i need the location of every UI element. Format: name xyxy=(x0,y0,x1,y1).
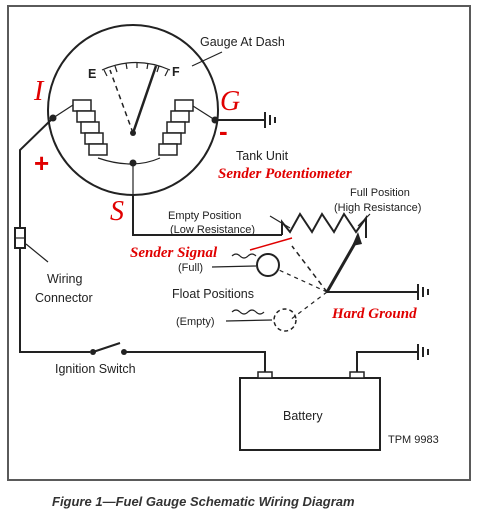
float-positions-label: Float Positions xyxy=(172,287,254,301)
wiring-connector-label-1: Wiring xyxy=(47,272,82,286)
figure-caption: Figure 1—Fuel Gauge Schematic Wiring Dia… xyxy=(52,494,355,509)
battery-label: Battery xyxy=(283,409,323,423)
plus-sign: + xyxy=(34,148,49,178)
float-ball-full-icon xyxy=(256,253,280,277)
battery xyxy=(239,377,381,451)
ground-symbol-icon xyxy=(264,112,276,128)
terminal-s-dot xyxy=(129,159,137,167)
full-position-label-2: (High Resistance) xyxy=(334,202,421,214)
gauge-needle-empty xyxy=(109,69,134,134)
gauge-title: Gauge At Dash xyxy=(200,35,285,49)
hard-ground-label: Hard Ground xyxy=(331,306,417,322)
empty-position-label-2: (Low Resistance) xyxy=(170,224,255,236)
terminal-g-label: G xyxy=(220,86,240,117)
battery-ground-icon xyxy=(417,344,429,360)
wiring-connector-label-2: Connector xyxy=(35,291,93,305)
terminal-i-label: I xyxy=(33,76,45,107)
wiring-connector xyxy=(14,227,26,249)
ignition-switch-label: Ignition Switch xyxy=(55,362,136,376)
right-coil xyxy=(158,99,194,156)
full-float-label: (Full) xyxy=(178,262,203,274)
gauge-e-mark: E xyxy=(88,67,96,81)
empty-float-label: (Empty) xyxy=(176,316,215,328)
empty-position-label-1: Empty Position xyxy=(168,210,241,222)
sender-potentiometer-label: Sender Potentiometer xyxy=(218,166,352,182)
float-arm-full xyxy=(325,237,360,293)
minus-sign: - xyxy=(219,116,228,146)
full-position-label-1: Full Position xyxy=(350,187,410,199)
sender-signal-label: Sender Signal xyxy=(130,245,218,261)
potentiometer-icon xyxy=(281,212,367,238)
gauge-needle xyxy=(131,65,158,134)
hard-ground-icon xyxy=(417,284,429,300)
float-arm-empty xyxy=(291,245,328,293)
gauge-f-mark: F xyxy=(172,65,180,79)
tpm-code: TPM 9983 xyxy=(388,434,439,446)
tank-unit-label: Tank Unit xyxy=(236,149,289,163)
float-ball-empty-icon xyxy=(273,308,297,332)
terminal-s-label: S xyxy=(110,196,124,227)
